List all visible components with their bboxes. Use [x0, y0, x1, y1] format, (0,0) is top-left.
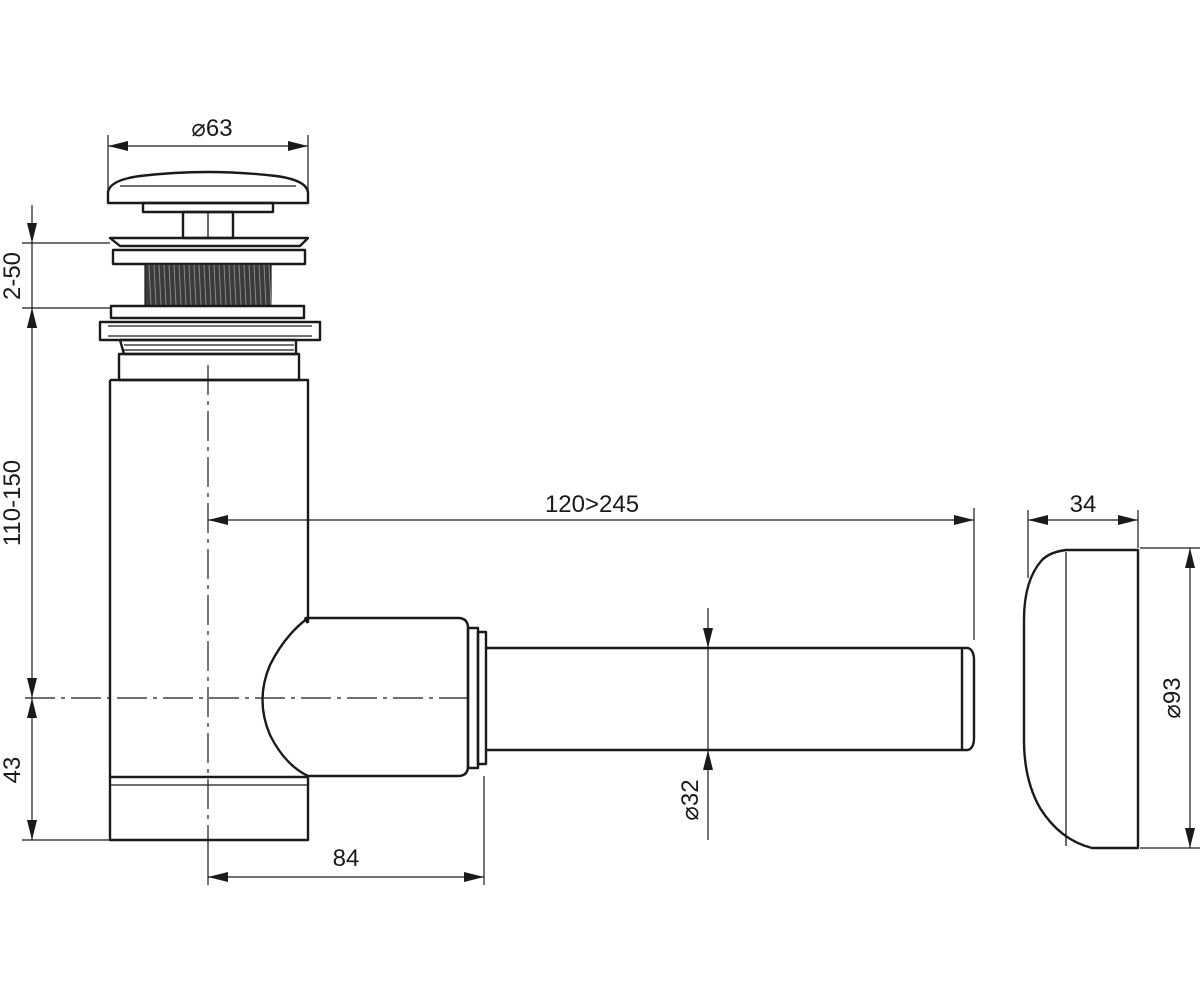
dim-height: 110-150 [0, 308, 37, 698]
drain-valve [98, 170, 322, 356]
thread-line [253, 264, 257, 306]
thread-line [148, 264, 152, 306]
outlet-length-label: 120>245 [545, 491, 639, 518]
thread-line [203, 264, 207, 306]
outlet-pipe [486, 646, 976, 752]
body-ring [117, 352, 301, 382]
thread-line [268, 264, 272, 306]
thread-line [238, 264, 242, 306]
dim-horizontal-offset: 84 [207, 776, 485, 885]
outlet-elbow [304, 616, 470, 778]
thread-line [173, 264, 177, 306]
cap-plate [141, 201, 275, 214]
dim-lower-height: 43 [0, 698, 110, 841]
wall-rosette [1022, 548, 1140, 850]
dim-pipe-diameter: ⌀32 [677, 608, 713, 840]
thread-line [248, 264, 252, 306]
thread-line [168, 264, 172, 306]
pipe-diameter-label: ⌀32 [677, 779, 704, 820]
thread-line [223, 264, 227, 306]
thread-line [263, 264, 267, 306]
dim-thickness: 2-50 [0, 205, 110, 328]
rosette-diameter-label: ⌀93 [1159, 677, 1186, 718]
thread-line [188, 264, 192, 306]
elbow-collar [466, 626, 480, 770]
thread-line [193, 264, 197, 306]
thread-line [258, 264, 262, 306]
thread-line [183, 264, 187, 306]
thread-line [218, 264, 222, 306]
valve-nut [98, 320, 322, 342]
thread-line [208, 264, 212, 306]
valve-cap [106, 170, 310, 205]
cap-diameter-label: ⌀63 [191, 115, 232, 142]
dim-rosette-diameter: ⌀93 [1140, 547, 1200, 849]
bottom-cup [108, 775, 310, 842]
valve-flange [108, 236, 310, 248]
thickness-label: 2-50 [0, 252, 26, 300]
thread-line [233, 264, 237, 306]
elbow-curve [261, 617, 309, 778]
thread-line [158, 264, 162, 306]
washer-top [111, 248, 307, 266]
pipe-body [486, 646, 964, 752]
horizontal-offset-label: 84 [333, 845, 360, 872]
thread-line [198, 264, 202, 306]
thread-line [153, 264, 157, 306]
thread-line [213, 264, 217, 306]
washer-bottom [109, 304, 306, 320]
thread-line [228, 264, 232, 306]
rosette-outline [1022, 548, 1140, 850]
thread-line [243, 264, 247, 306]
pipe-end [962, 646, 976, 752]
dim-rosette-depth: 34 [1027, 491, 1139, 578]
lower-height-label: 43 [0, 757, 26, 784]
siphon-body [108, 352, 488, 842]
body-cylinder [108, 378, 310, 777]
thread-line [163, 264, 167, 306]
height-label: 110-150 [0, 460, 26, 546]
dim-cap-diameter: ⌀63 [107, 115, 309, 200]
rosette-depth-label: 34 [1070, 491, 1097, 518]
dim-outlet-length: 120>245 [208, 491, 975, 640]
valve-collar [118, 338, 298, 356]
thread-line [178, 264, 182, 306]
